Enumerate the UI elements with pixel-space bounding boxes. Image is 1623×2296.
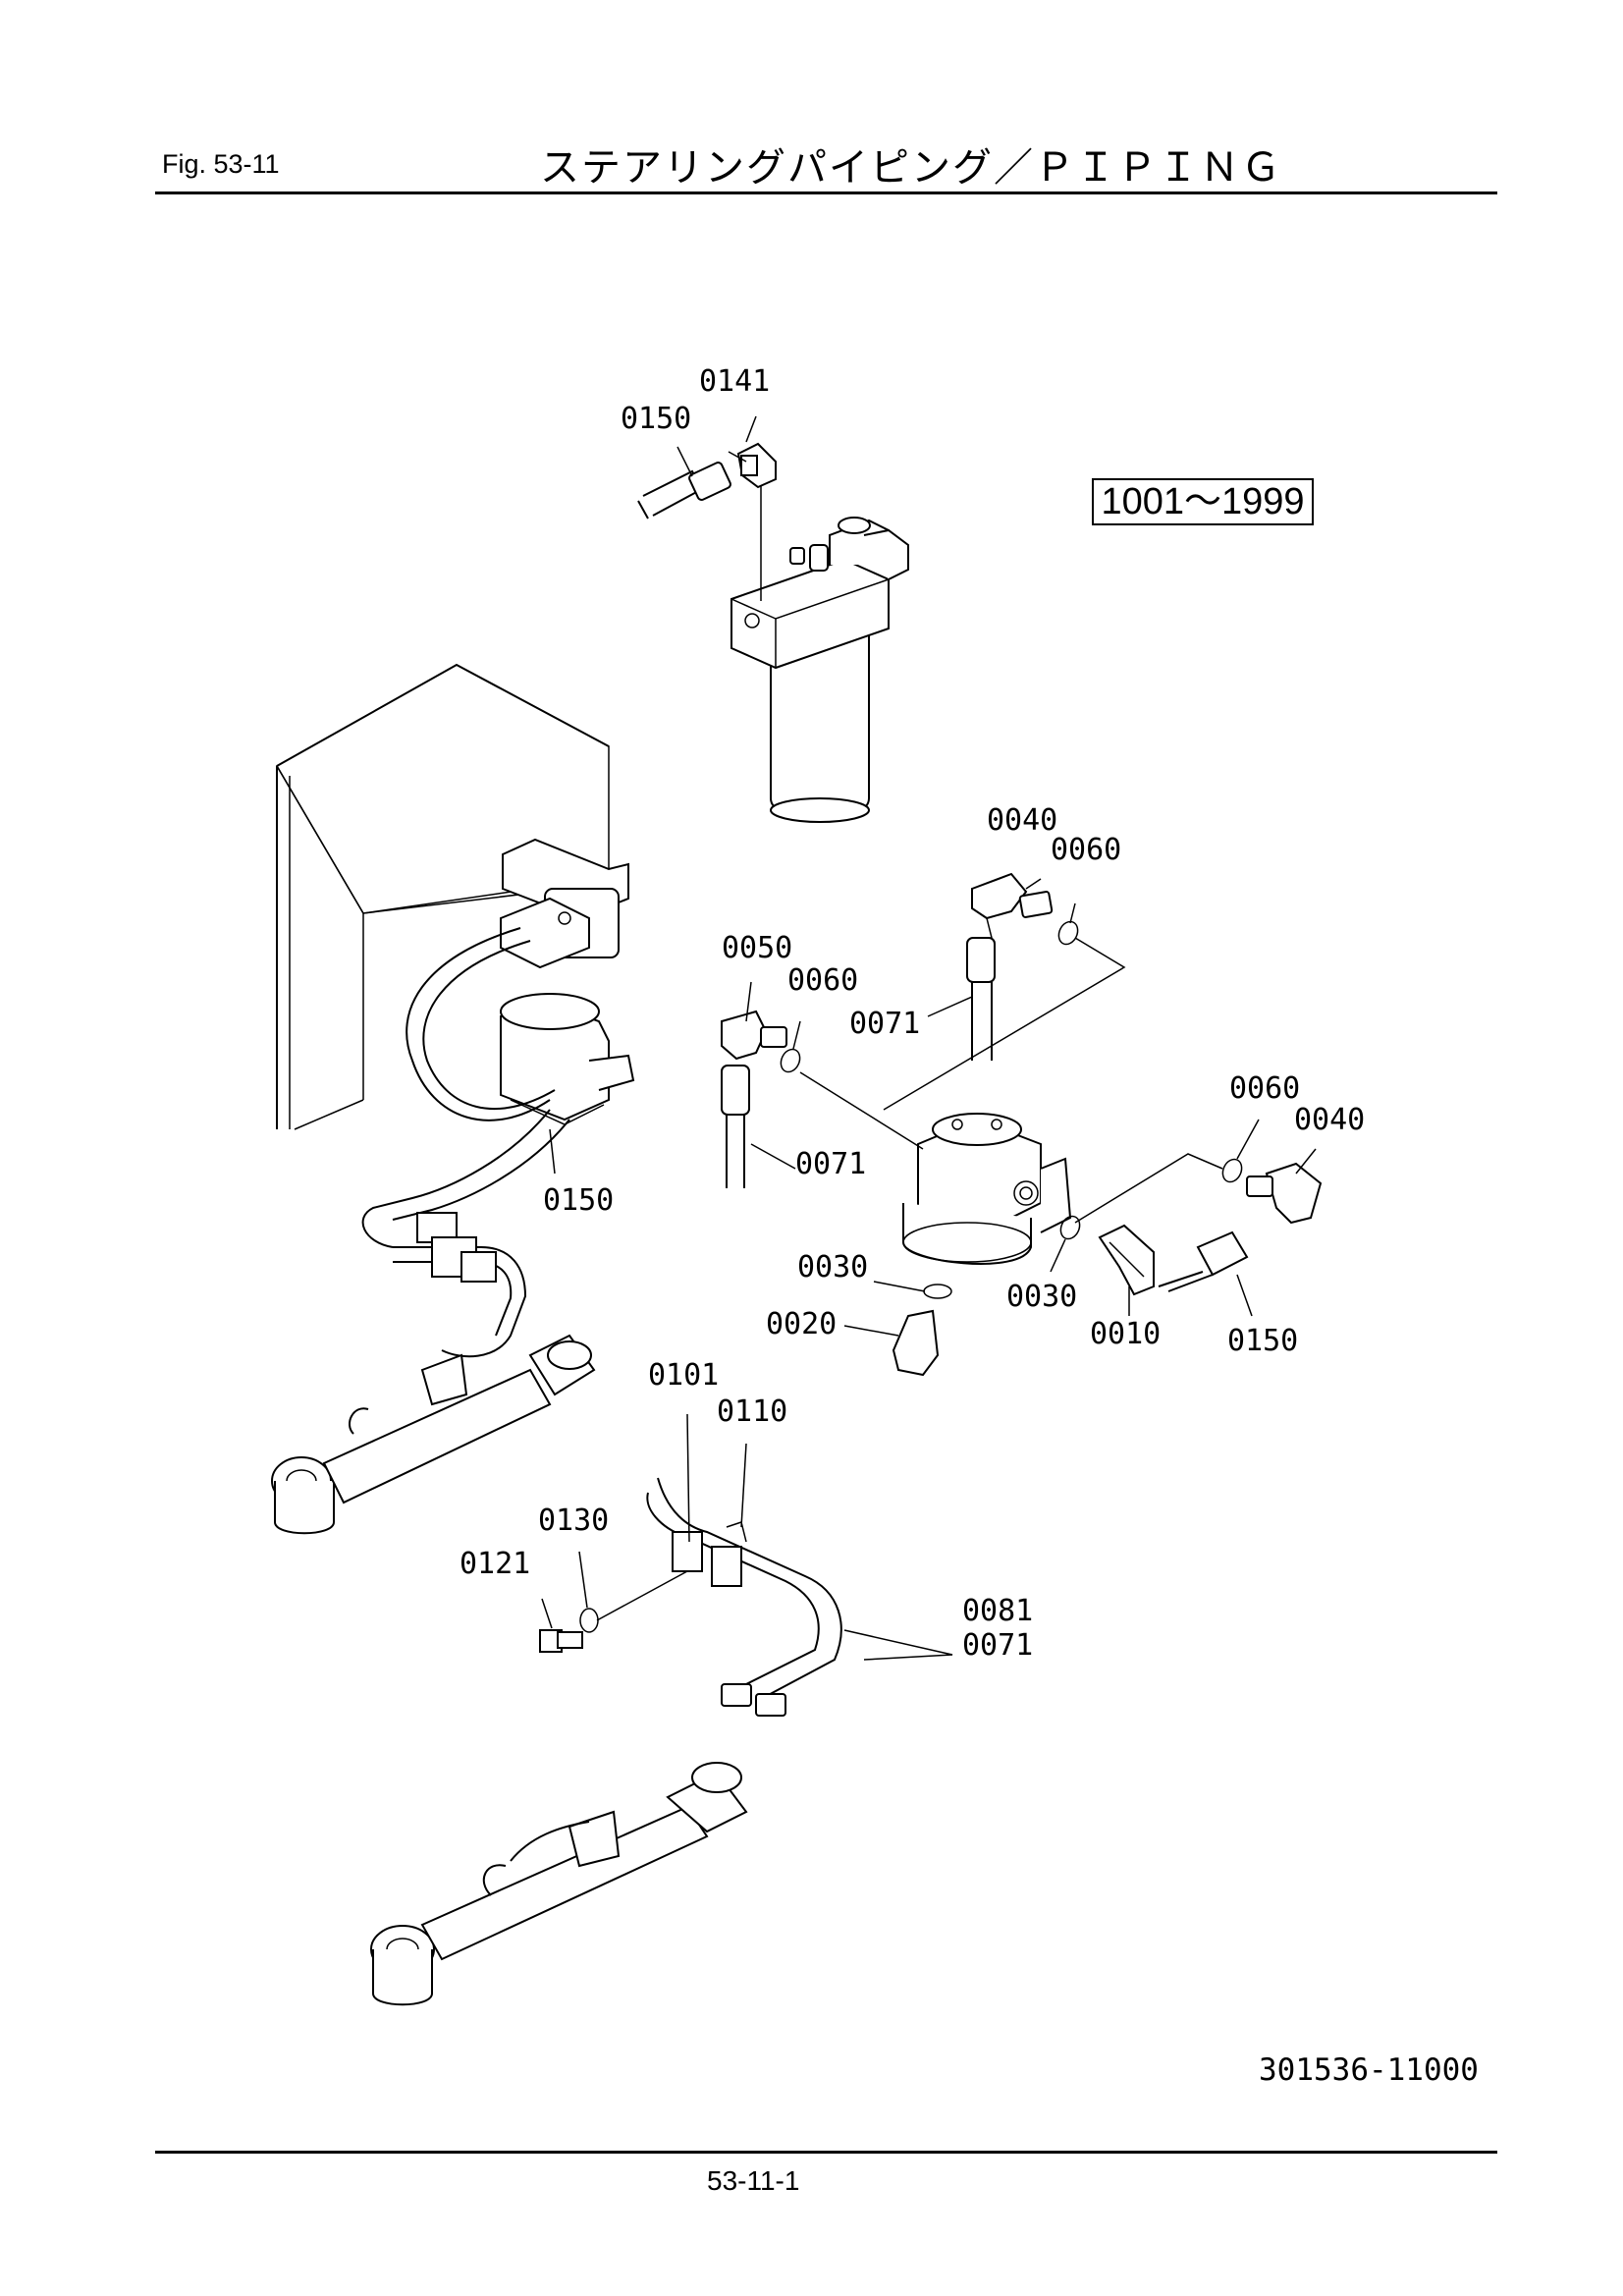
oring-0030-right bbox=[1059, 1215, 1081, 1240]
callout-0030-right: 0030 bbox=[1006, 1280, 1077, 1314]
oring-0060-mid bbox=[780, 1048, 801, 1073]
page-title: ステアリングパイピング／ＰＩＰＩＮＧ bbox=[540, 145, 1282, 191]
hose-0150-top bbox=[637, 462, 731, 519]
fitting-0040-top bbox=[971, 872, 1054, 942]
oil-filter-assembled bbox=[500, 838, 629, 969]
callout-0030-left: 0030 bbox=[797, 1250, 868, 1285]
callout-0040-right: 0040 bbox=[1294, 1103, 1365, 1137]
callout-0020: 0020 bbox=[766, 1307, 837, 1341]
callout-0081: 0081 bbox=[962, 1594, 1033, 1628]
callout-0150-top: 0150 bbox=[621, 402, 691, 436]
fitting-0050 bbox=[721, 1010, 787, 1061]
oring-0060-top bbox=[1057, 920, 1079, 946]
figure-number: Fig. 53-11 bbox=[162, 149, 280, 179]
header-rule bbox=[155, 191, 1497, 194]
page-number: 53-11-1 bbox=[707, 2165, 800, 2196]
hose-0150-right bbox=[1158, 1230, 1249, 1292]
callout-0060-mid: 0060 bbox=[787, 963, 858, 998]
callout-0150-left: 0150 bbox=[543, 1183, 614, 1218]
oring-0060-right bbox=[1221, 1158, 1243, 1183]
callout-0040-top: 0040 bbox=[987, 803, 1057, 838]
callout-0071-mid: 0071 bbox=[795, 1147, 866, 1181]
steering-cylinder-right bbox=[370, 1762, 748, 2006]
fitting-0010 bbox=[1098, 1224, 1155, 1296]
steering-valve-exploded bbox=[902, 1113, 1072, 1265]
callout-0150-right: 0150 bbox=[1227, 1324, 1298, 1358]
callout-0071-bot: 0071 bbox=[962, 1628, 1033, 1663]
hose-0071-top bbox=[966, 937, 996, 1061]
callout-0121: 0121 bbox=[460, 1547, 530, 1581]
hose-0071-mid bbox=[721, 1065, 750, 1188]
callout-0130: 0130 bbox=[538, 1503, 609, 1538]
callout-0141: 0141 bbox=[699, 364, 770, 399]
steering-cylinder-left bbox=[271, 1334, 596, 1535]
washer-0130 bbox=[579, 1608, 599, 1633]
serial-range-box: 1001～1999 bbox=[1092, 478, 1314, 525]
callout-0010: 0010 bbox=[1090, 1317, 1161, 1351]
steel-pipes-0081-0071 bbox=[646, 1477, 842, 1717]
leader-lines bbox=[541, 415, 1317, 1661]
fitting-0020 bbox=[892, 1309, 940, 1377]
frame-structure bbox=[275, 663, 610, 1130]
callout-0060-right: 0060 bbox=[1229, 1071, 1300, 1106]
steering-valve-assembled bbox=[500, 993, 635, 1125]
callout-0110: 0110 bbox=[717, 1394, 787, 1429]
oil-filter-top bbox=[730, 481, 909, 823]
footer-rule bbox=[155, 2151, 1497, 2154]
fitting-0040-right bbox=[1246, 1162, 1323, 1225]
drawing-number: 301536-11000 bbox=[1259, 2052, 1479, 2088]
hose-routing-frame bbox=[361, 927, 570, 1358]
bolt-0121 bbox=[539, 1629, 583, 1653]
callout-0050: 0050 bbox=[722, 931, 792, 965]
callout-0071-top: 0071 bbox=[849, 1007, 920, 1041]
callout-0101: 0101 bbox=[648, 1358, 719, 1393]
oring-0030-left bbox=[923, 1284, 952, 1299]
fitting-0141-top bbox=[728, 442, 777, 489]
callout-0060-top: 0060 bbox=[1051, 833, 1121, 867]
